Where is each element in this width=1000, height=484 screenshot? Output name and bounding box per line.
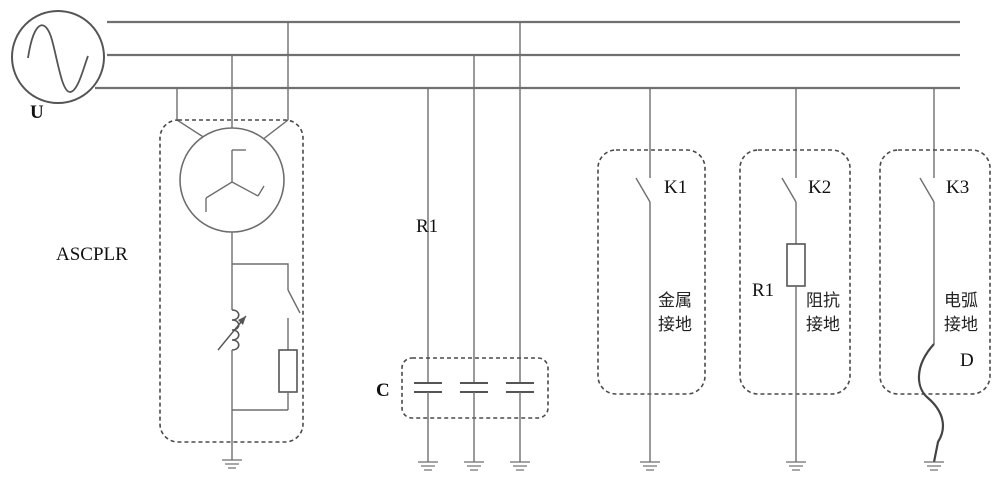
capacitor-plates-icon xyxy=(414,382,534,393)
ascplr-device: ASCPLR xyxy=(56,22,304,469)
ground-icon xyxy=(418,461,530,471)
ac-source: U xyxy=(11,10,105,123)
fault-branch-metal: K1 金属 接地 xyxy=(597,88,706,471)
ascplr-damping-resistor xyxy=(278,349,298,393)
arc-label: D xyxy=(960,350,974,371)
ascplr-label: ASCPLR xyxy=(56,244,128,265)
k2-switch-blade xyxy=(781,177,797,203)
ground-icon xyxy=(640,461,660,471)
ground-icon xyxy=(222,459,242,469)
arc-fault-dashed-box xyxy=(879,149,991,395)
metal-fault-label-1: 金属 xyxy=(658,291,692,311)
cap-resistor-label: R1 xyxy=(416,216,438,237)
fault-resistor-label: R1 xyxy=(752,280,774,301)
ascplr-feed-c xyxy=(176,88,209,141)
ascplr-switch-blade xyxy=(287,289,301,314)
arc-path-icon xyxy=(917,343,945,463)
sine-wave-icon xyxy=(27,24,89,93)
k3-switch-blade xyxy=(919,177,935,203)
ground-icon xyxy=(786,461,806,471)
metal-fault-dashed-box xyxy=(597,149,706,395)
ascplr-feed-a-slant xyxy=(261,119,289,141)
k2-label: K2 xyxy=(808,177,831,198)
ascplr-top-branch xyxy=(232,263,289,290)
fault-resistor xyxy=(786,243,806,287)
fault-branch-impedance: K2 R1 阻抗 接地 xyxy=(739,88,851,471)
capacitor-label: C xyxy=(376,380,390,401)
wye-symbol-icon xyxy=(205,149,265,212)
arc-fault-label-2: 接地 xyxy=(944,315,978,335)
arc-fault-label-1: 电弧 xyxy=(944,291,978,311)
source-circle xyxy=(11,10,105,104)
bus-lines xyxy=(95,20,960,90)
k1-switch-blade xyxy=(635,177,651,203)
k1-label: K1 xyxy=(664,177,687,198)
capacitance-branch: R1 C xyxy=(376,22,549,471)
impedance-fault-label-2: 接地 xyxy=(806,315,840,335)
capacitor-dashed-box xyxy=(401,357,549,419)
fault-branch-arc: K3 电弧 接地 D xyxy=(879,88,991,471)
k3-label: K3 xyxy=(946,177,969,198)
impedance-fault-dashed-box xyxy=(739,149,851,395)
variable-inductor-icon xyxy=(217,309,247,351)
impedance-fault-label-1: 阻抗 xyxy=(806,291,840,311)
ground-icon xyxy=(924,461,944,471)
source-label: U xyxy=(30,102,44,123)
metal-fault-label-2: 接地 xyxy=(658,315,692,335)
